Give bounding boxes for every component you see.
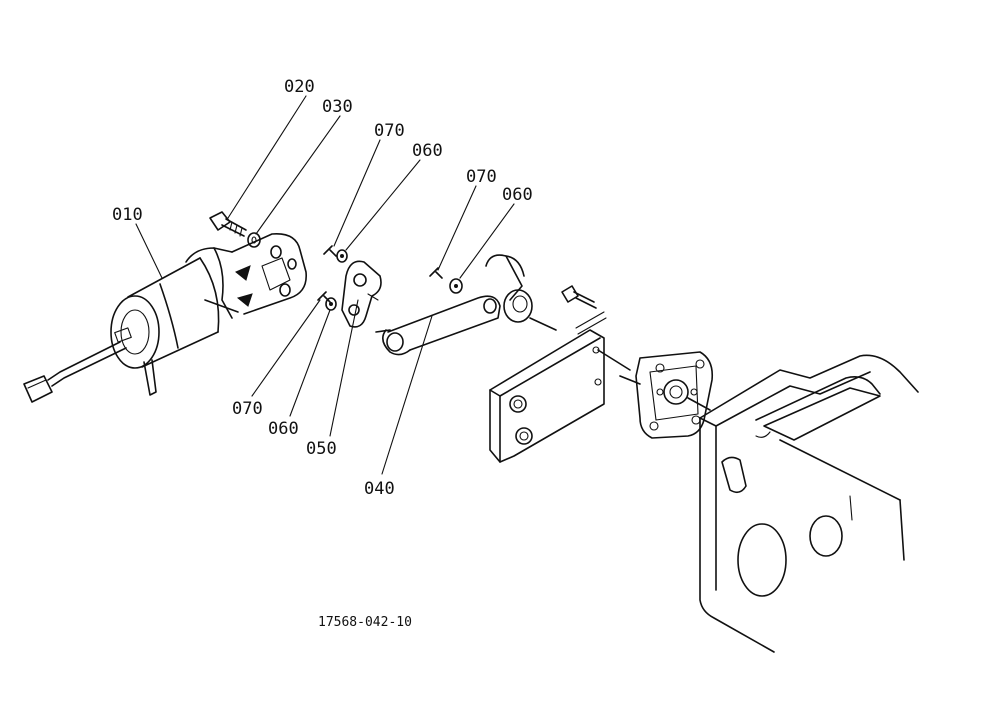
clip-070-right [429, 267, 443, 279]
screw [561, 285, 597, 309]
callout-040: 040 [364, 479, 395, 499]
clip-070-lower [317, 291, 331, 303]
callout-050: 050 [306, 439, 337, 459]
callout-010: 010 [112, 205, 143, 225]
washer-060-upper [336, 249, 348, 263]
callout-070-lower: 070 [232, 399, 263, 419]
callout-060-right: 060 [502, 185, 533, 205]
callout-020: 020 [284, 77, 315, 97]
callout-030: 030 [322, 97, 353, 117]
clip-070-upper [323, 245, 337, 257]
link-plate-050 [341, 260, 382, 328]
drawing-code: 17568-042-10 [318, 615, 412, 630]
callout-060-upper: 060 [412, 141, 443, 161]
lever-040 [375, 254, 557, 356]
washer-030 [247, 232, 261, 248]
callout-060-lower: 060 [268, 419, 299, 439]
callout-070-upper: 070 [374, 121, 405, 141]
washer-060-lower [325, 297, 337, 311]
engine-housing [699, 354, 919, 653]
bolt-020 [209, 211, 247, 237]
solenoid-bracket [231, 233, 307, 315]
flange-cover [597, 349, 714, 439]
mounting-plate [489, 311, 607, 463]
leader-lines [135, 95, 515, 475]
callout-070-right: 070 [466, 167, 497, 187]
solenoid-010 [23, 247, 253, 403]
washer-060-right [449, 278, 463, 294]
callout-labels: 020 030 070 060 070 060 010 070 060 050 … [112, 77, 533, 630]
